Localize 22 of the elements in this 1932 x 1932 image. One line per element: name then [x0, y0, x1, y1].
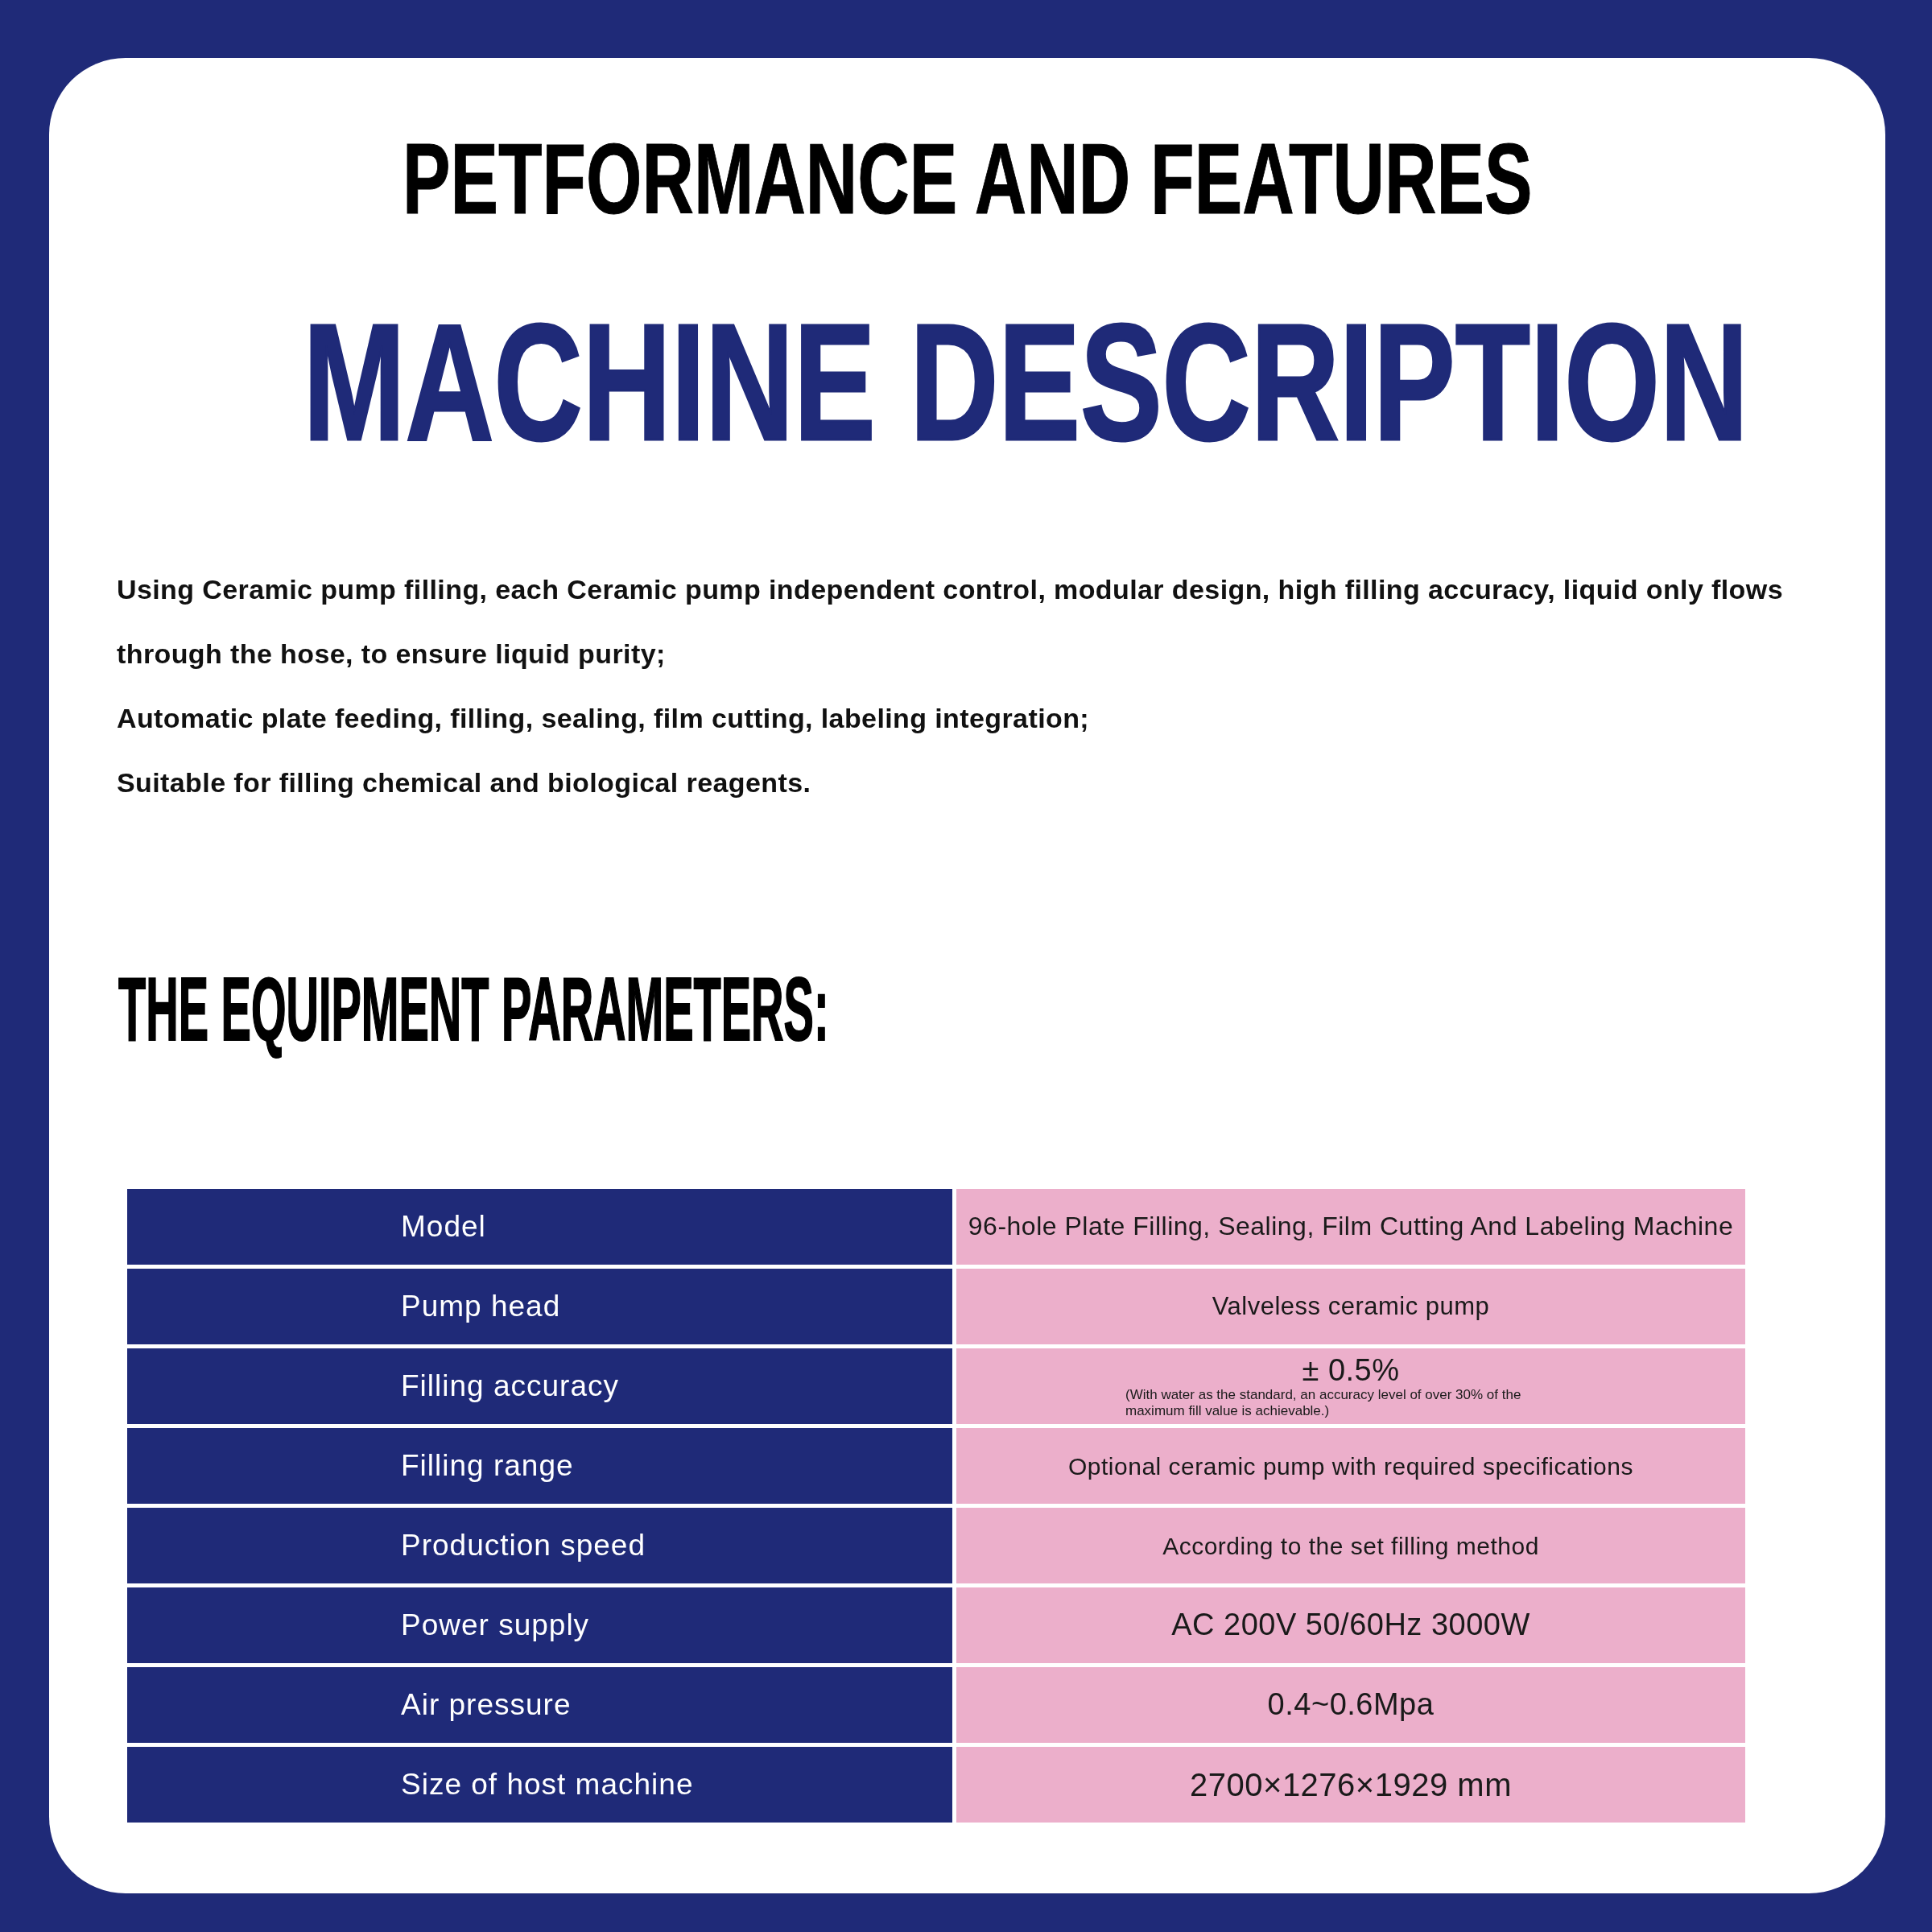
parameter-value: ± 0.5% — [1302, 1353, 1400, 1388]
parameter-name-cell: Model — [127, 1189, 952, 1265]
footnote: (With water as the standard, an accuracy level of over 30% of the maximum fill value is achievable.) — [1125, 1387, 1522, 1419]
parameter-name-cell: Filling range — [127, 1428, 952, 1504]
parameter-value: 96-hole Plate Filling, Sealing, Film Cutting And Labeling Machine — [968, 1212, 1734, 1241]
parameter-name-cell: Filling accuracy — [127, 1348, 952, 1424]
parameter-name-cell: Air pressure — [127, 1667, 952, 1743]
title: MACHINE DESCRIPTION — [303, 299, 1748, 465]
parameter-name-cell: Pump head — [127, 1269, 952, 1344]
parameter-value: 0.4~0.6Mpa — [1267, 1688, 1435, 1722]
parameter-name-cell: Size of host machine — [127, 1747, 952, 1823]
parameter-value: Optional ceramic pump with required specifications — [1068, 1452, 1633, 1480]
parameter-name-cell: Production speed — [127, 1508, 952, 1583]
description-text: Suitable for filling chemical and biological reagents. — [117, 766, 812, 799]
parameter-value: Valveless ceramic pump — [1212, 1292, 1490, 1321]
parameter-name-cell: Power supply — [127, 1587, 952, 1663]
heading: PETFORMANCE AND FEATURES — [402, 129, 1533, 229]
parameter-value: 2700×1276×1929 mm — [1190, 1767, 1512, 1802]
description-text: Automatic plate feeding, filling, sealing, film cutting, labeling integration; — [117, 702, 1091, 735]
parameter-value: According to the set filling method — [1162, 1532, 1539, 1559]
parameter-value: AC 200V 50/60Hz 3000W — [1171, 1608, 1530, 1642]
description-text: Using Ceramic pump filling, each Ceramic pump independent control, modular design, high filling accuracy, liquid only flows through the hose, to ensure liquid purity; — [117, 573, 1784, 671]
